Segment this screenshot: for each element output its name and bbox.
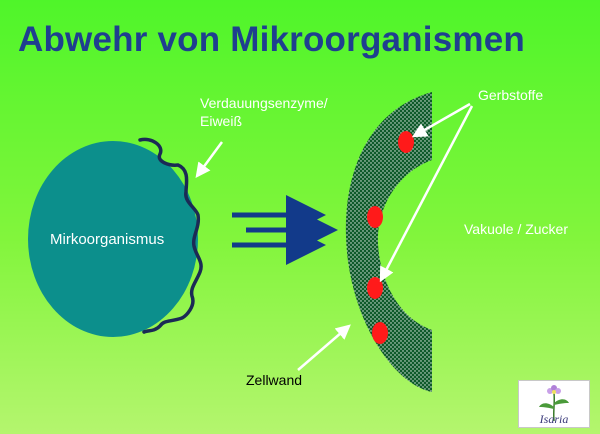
tannin-dots <box>367 131 414 344</box>
cell-wall-label: Zellwand <box>246 372 303 388</box>
tannin-dot <box>372 322 388 344</box>
enzyme-label-line1: Verdauungsenzyme/ <box>200 95 328 111</box>
flow-arrows <box>232 195 338 265</box>
tannin-dot <box>367 206 383 228</box>
tannin-pointer-2 <box>379 105 474 283</box>
tannins-label: Gerbstoffe <box>478 87 544 103</box>
tannin-dot <box>398 131 414 153</box>
tannin-dot <box>367 277 383 299</box>
enzyme-label: Verdauungsenzyme/ Eiweiß <box>200 94 328 130</box>
cell-wall-crescent <box>345 92 432 392</box>
microorganism-label: Mirkoorganismus <box>50 231 165 248</box>
enzyme-label-line2: Eiweiß <box>200 113 243 129</box>
microorganism-ellipse <box>28 141 198 337</box>
logo-text: Isaria <box>539 412 569 426</box>
logo: Isaria <box>518 380 590 428</box>
tannin-pointer-1 <box>411 102 471 138</box>
plant-logo-icon: Isaria <box>539 385 569 426</box>
vacuole-label: Vakuole / Zucker <box>464 221 569 237</box>
page-title: Abwehr von Mikroorganismen <box>18 20 525 59</box>
enzyme-pointer <box>195 141 224 179</box>
enzyme-wave <box>138 137 203 334</box>
cell-wall-pointer <box>297 324 351 371</box>
